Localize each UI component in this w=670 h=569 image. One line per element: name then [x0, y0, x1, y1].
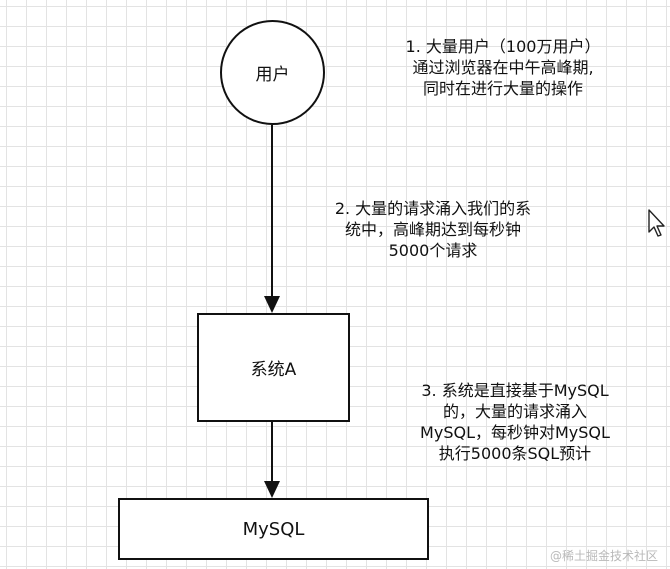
annotation-mysql-line: 的，大量的请求涌入 — [442, 402, 587, 421]
annotation-mysql-line: MySQL，每秒钟对MySQL — [420, 423, 610, 442]
watermark: @稀土掘金技术社区 — [549, 549, 658, 563]
annotation-users: 1. 大量用户（100万用户） 通过浏览器在中午高峰期, 同时在进行大量的操作 — [378, 36, 628, 99]
annotation-requests: 2. 大量的请求涌入我们的系 统中，高峰期达到每秒钟 5000个请求 — [308, 198, 558, 261]
mysql-node: MySQL — [118, 498, 429, 560]
arrowhead-system-to-database — [264, 481, 280, 498]
annotation-mysql-line: 执行5000条SQL预计 — [438, 444, 592, 463]
annotation-mysql-line: 3. 系统是直接基于MySQL — [421, 381, 609, 400]
mysql-node-label: MySQL — [242, 518, 305, 540]
annotation-requests-line: 2. 大量的请求涌入我们的系 — [334, 199, 532, 218]
annotation-users-line: 同时在进行大量的操作 — [422, 79, 583, 98]
user-node: 用户 — [220, 20, 325, 125]
annotation-users-line: 通过浏览器在中午高峰期, — [412, 58, 594, 77]
system-a-node-label: 系统A — [250, 360, 297, 380]
annotation-requests-line: 统中，高峰期达到每秒钟 — [344, 220, 521, 239]
user-node-label: 用户 — [255, 65, 290, 85]
annotation-users-line: 1. 大量用户（100万用户） — [405, 37, 601, 56]
system-a-node: 系统A — [197, 313, 350, 422]
annotation-requests-line: 5000个请求 — [388, 241, 478, 260]
annotation-mysql: 3. 系统是直接基于MySQL 的，大量的请求涌入 MySQL，每秒钟对MySQ… — [380, 380, 650, 464]
mouse-pointer-icon — [648, 209, 665, 237]
arrowhead-user-to-system — [264, 296, 280, 313]
